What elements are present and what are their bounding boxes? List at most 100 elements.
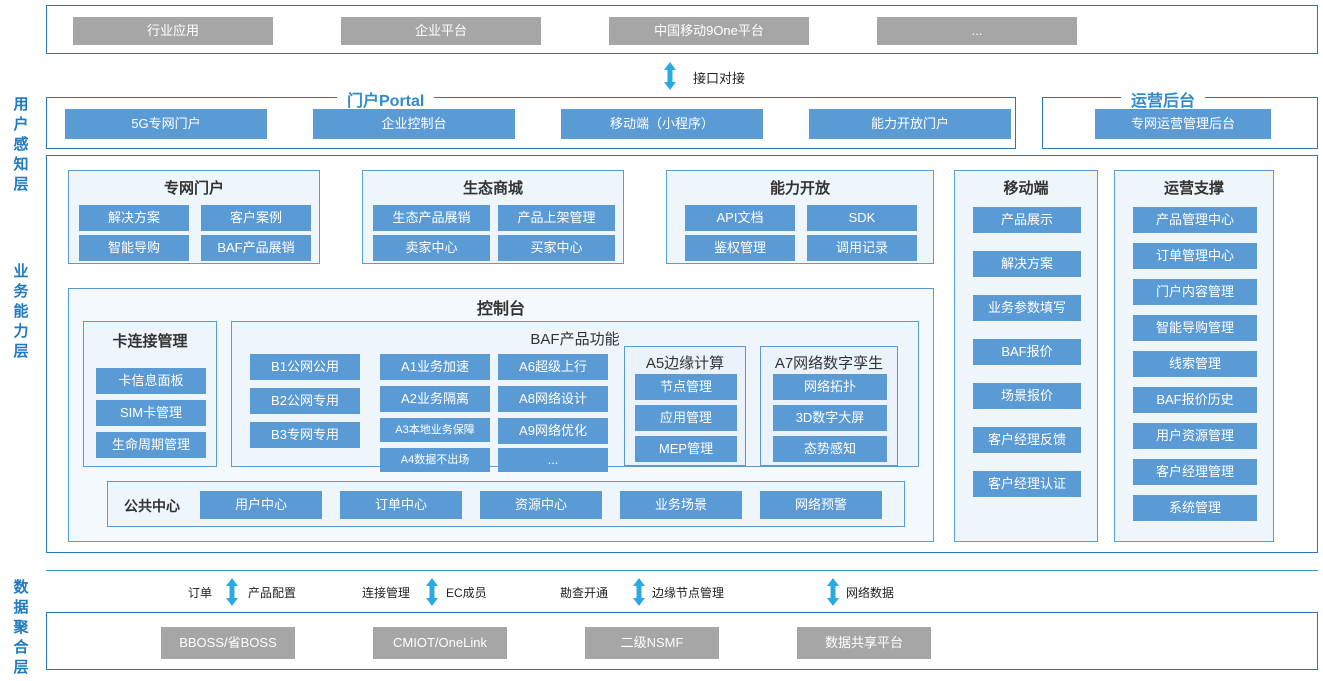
edge-computing-item[interactable]: MEP管理 bbox=[635, 436, 737, 462]
connector-right-label: EC成员 bbox=[446, 586, 487, 600]
capability-open-item[interactable]: 调用记录 bbox=[807, 235, 917, 261]
baf-a-item[interactable]: A6超级上行 bbox=[498, 354, 608, 380]
layer-label-user-perception: 用户感知层 bbox=[8, 95, 34, 195]
edge-computing-card: A5边缘计算 节点管理 应用管理 MEP管理 bbox=[624, 346, 746, 466]
operation-support-item[interactable]: 客户经理管理 bbox=[1133, 459, 1257, 485]
top-system-tile[interactable]: 行业应用 bbox=[73, 17, 273, 45]
baf-b-item[interactable]: B3专网专用 bbox=[250, 422, 360, 448]
eco-mall-item[interactable]: 卖家中心 bbox=[373, 235, 490, 261]
mobile-item[interactable]: 产品展示 bbox=[973, 207, 1081, 233]
eco-mall-item[interactable]: 买家中心 bbox=[498, 235, 615, 261]
eco-mall-title: 生态商城 bbox=[462, 180, 523, 197]
capability-open-item[interactable]: API文档 bbox=[685, 205, 795, 231]
mobile-item[interactable]: 场景报价 bbox=[973, 383, 1081, 409]
private-portal-card: 专网门户 解决方案 客户案例 智能导购 BAF产品展销 bbox=[68, 170, 320, 264]
mobile-item[interactable]: 客户经理反馈 bbox=[973, 427, 1081, 453]
mobile-item[interactable]: 客户经理认证 bbox=[973, 471, 1081, 497]
connector-left-label: 连接管理 bbox=[362, 586, 411, 600]
public-center-item[interactable]: 用户中心 bbox=[200, 491, 322, 519]
public-center-item[interactable]: 资源中心 bbox=[480, 491, 602, 519]
operation-support-item[interactable]: 系统管理 bbox=[1133, 495, 1257, 521]
digital-twin-item[interactable]: 态势感知 bbox=[773, 436, 887, 462]
capability-open-card: 能力开放 API文档 SDK 鉴权管理 调用记录 bbox=[666, 170, 934, 264]
mobile-title: 移动端 bbox=[1003, 180, 1049, 197]
public-center-item[interactable]: 业务场景 bbox=[620, 491, 742, 519]
mobile-item[interactable]: 业务参数填写 bbox=[973, 295, 1081, 321]
operation-support-item[interactable]: 产品管理中心 bbox=[1133, 207, 1257, 233]
console-title: 控制台 bbox=[476, 301, 525, 318]
operation-support-item[interactable]: 门户内容管理 bbox=[1133, 279, 1257, 305]
eco-mall-item[interactable]: 生态产品展销 bbox=[373, 205, 490, 231]
baf-a-item[interactable]: ... bbox=[498, 448, 608, 472]
card-connection-card: 卡连接管理 卡信息面板 SIM卡管理 生命周期管理 bbox=[83, 321, 217, 467]
eco-mall-card: 生态商城 生态产品展销 产品上架管理 卖家中心 买家中心 bbox=[362, 170, 624, 264]
layer-label-business-capability: 业务能力层 bbox=[8, 262, 34, 362]
card-connection-item[interactable]: 卡信息面板 bbox=[96, 368, 206, 394]
layer-label-data-aggregation: 数据聚合层 bbox=[8, 578, 34, 678]
portal-item-5g[interactable]: 5G专网门户 bbox=[65, 109, 267, 139]
public-center-item[interactable]: 订单中心 bbox=[340, 491, 462, 519]
eco-mall-item[interactable]: 产品上架管理 bbox=[498, 205, 615, 231]
mobile-card: 移动端 产品展示 解决方案 业务参数填写 BAF报价 场景报价 客户经理反馈 客… bbox=[954, 170, 1098, 542]
edge-computing-item[interactable]: 节点管理 bbox=[635, 374, 737, 400]
portal-item-enterprise-console[interactable]: 企业控制台 bbox=[313, 109, 515, 139]
double-arrow-vertical-icon bbox=[426, 578, 438, 606]
private-portal-item[interactable]: 解决方案 bbox=[79, 205, 189, 231]
baf-a-item[interactable]: A8网络设计 bbox=[498, 386, 608, 412]
data-system-tile[interactable]: CMIOT/OneLink bbox=[373, 627, 507, 659]
baf-a-item[interactable]: A2业务隔离 bbox=[380, 386, 490, 412]
mobile-item[interactable]: BAF报价 bbox=[973, 339, 1081, 365]
card-connection-item[interactable]: SIM卡管理 bbox=[96, 400, 206, 426]
operations-backend-title: 运营后台 bbox=[1121, 87, 1206, 111]
data-layer-top-rule bbox=[46, 570, 1318, 572]
capability-open-item[interactable]: SDK bbox=[807, 205, 917, 231]
private-portal-item[interactable]: BAF产品展销 bbox=[201, 235, 311, 261]
portal-title: 门户Portal bbox=[337, 87, 435, 111]
capability-open-item[interactable]: 鉴权管理 bbox=[685, 235, 795, 261]
double-arrow-vertical-icon bbox=[827, 578, 839, 606]
public-center-card: 公共中心 用户中心 订单中心 资源中心 业务场景 网络预警 bbox=[107, 481, 905, 527]
card-connection-title: 卡连接管理 bbox=[112, 333, 188, 350]
data-system-tile[interactable]: BBOSS/省BOSS bbox=[161, 627, 295, 659]
private-portal-item[interactable]: 智能导购 bbox=[79, 235, 189, 261]
top-system-tile[interactable]: ... bbox=[877, 17, 1077, 45]
baf-a-item[interactable]: A9网络优化 bbox=[498, 418, 608, 444]
connector-left-label: 订单 bbox=[188, 586, 213, 600]
public-center-item[interactable]: 网络预警 bbox=[760, 491, 882, 519]
portal-item-capability-portal[interactable]: 能力开放门户 bbox=[809, 109, 1011, 139]
baf-functions-title: BAF产品功能 bbox=[530, 331, 620, 348]
operation-support-item[interactable]: BAF报价历史 bbox=[1133, 387, 1257, 413]
console-region: 控制台 卡连接管理 卡信息面板 SIM卡管理 生命周期管理 BAF产品功能 B1… bbox=[68, 288, 934, 542]
interface-link-label: 接口对接 bbox=[693, 71, 746, 86]
private-portal-item[interactable]: 客户案例 bbox=[201, 205, 311, 231]
baf-a-item[interactable]: A3本地业务保障 bbox=[380, 418, 490, 442]
data-layer-container: BBOSS/省BOSS CMIOT/OneLink 二级NSMF 数据共享平台 bbox=[46, 612, 1318, 670]
baf-b-item[interactable]: B2公网专用 bbox=[250, 388, 360, 414]
baf-a-item[interactable]: A1业务加速 bbox=[380, 354, 490, 380]
digital-twin-item[interactable]: 网络拓扑 bbox=[773, 374, 887, 400]
card-connection-item[interactable]: 生命周期管理 bbox=[96, 432, 206, 458]
operation-support-item[interactable]: 用户资源管理 bbox=[1133, 423, 1257, 449]
operation-support-item[interactable]: 智能导购管理 bbox=[1133, 315, 1257, 341]
top-system-tile[interactable]: 企业平台 bbox=[341, 17, 541, 45]
edge-computing-title: A5边缘计算 bbox=[645, 355, 725, 372]
connector-right-label: 产品配置 bbox=[248, 586, 297, 600]
baf-a-item[interactable]: A4数据不出场 bbox=[380, 448, 490, 472]
portal-item-mobile[interactable]: 移动端（小程序） bbox=[561, 109, 763, 139]
baf-b-item[interactable]: B1公网公用 bbox=[250, 354, 360, 380]
operations-backend-item[interactable]: 专网运营管理后台 bbox=[1095, 109, 1271, 139]
operation-support-item[interactable]: 订单管理中心 bbox=[1133, 243, 1257, 269]
operation-support-item[interactable]: 线索管理 bbox=[1133, 351, 1257, 377]
layer-label-text: 数据聚合层 bbox=[13, 579, 29, 676]
operation-support-card: 运营支撑 产品管理中心 订单管理中心 门户内容管理 智能导购管理 线索管理 BA… bbox=[1114, 170, 1274, 542]
data-system-tile[interactable]: 二级NSMF bbox=[585, 627, 719, 659]
digital-twin-card: A7网络数字孪生 网络拓扑 3D数字大屏 态势感知 bbox=[760, 346, 898, 466]
double-arrow-vertical-icon bbox=[226, 578, 238, 606]
mobile-item[interactable]: 解决方案 bbox=[973, 251, 1081, 277]
layer-label-text: 用户感知层 bbox=[13, 96, 29, 193]
data-system-tile[interactable]: 数据共享平台 bbox=[797, 627, 931, 659]
top-systems-container: 行业应用 企业平台 中国移动9One平台 ... bbox=[46, 5, 1318, 54]
digital-twin-item[interactable]: 3D数字大屏 bbox=[773, 405, 887, 431]
top-system-tile[interactable]: 中国移动9One平台 bbox=[609, 17, 809, 45]
edge-computing-item[interactable]: 应用管理 bbox=[635, 405, 737, 431]
